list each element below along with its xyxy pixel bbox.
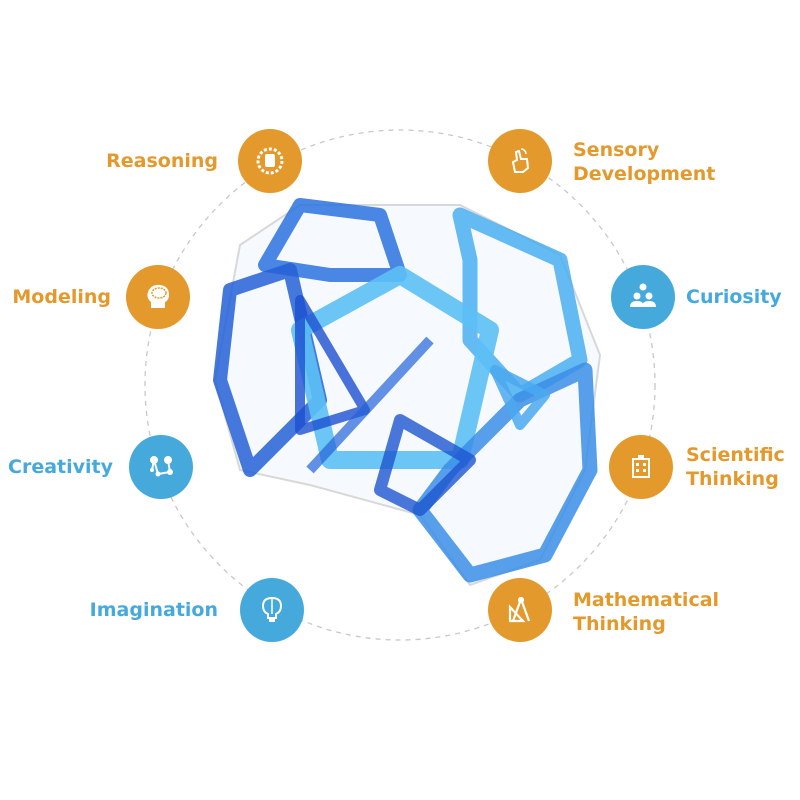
label-line-1: Mathematical <box>573 589 720 611</box>
sensory-development-badge <box>488 129 552 193</box>
people-group-icon <box>630 283 656 307</box>
label-reasoning: Reasoning <box>106 150 218 172</box>
reasoning-badge <box>238 129 302 193</box>
building-icon <box>632 455 650 478</box>
label-creativity: Creativity <box>8 456 113 478</box>
label-line-2: Thinking <box>686 468 779 490</box>
label-line-2: Thinking <box>573 613 666 635</box>
modeling-badge <box>126 265 190 329</box>
mathematical-thinking-badge <box>488 578 552 642</box>
label-curiosity: Curiosity <box>686 286 782 308</box>
compass-ruler-icon <box>508 596 531 623</box>
label-line-1: Scientific <box>686 444 785 466</box>
imagination-badge <box>240 578 304 642</box>
scientific-thinking-badge <box>609 435 673 499</box>
curiosity-badge <box>611 265 675 329</box>
touch-hand-icon <box>511 148 530 173</box>
label-imagination: Imagination <box>89 599 218 621</box>
label-sensory-development: Sensory Development <box>573 138 715 186</box>
head-brain-icon <box>147 284 169 308</box>
label-line-1: Sensory <box>573 139 660 161</box>
label-scientific-thinking: Scientific Thinking <box>686 443 785 491</box>
label-line-2: Development <box>573 163 716 185</box>
brain-bulb-icon <box>261 596 283 622</box>
gear-cylinder-icon <box>256 147 284 175</box>
label-modeling: Modeling <box>12 286 111 308</box>
connected-nodes-icon <box>150 456 173 477</box>
creativity-badge <box>129 435 193 499</box>
label-mathematical-thinking: Mathematical Thinking <box>573 588 719 636</box>
